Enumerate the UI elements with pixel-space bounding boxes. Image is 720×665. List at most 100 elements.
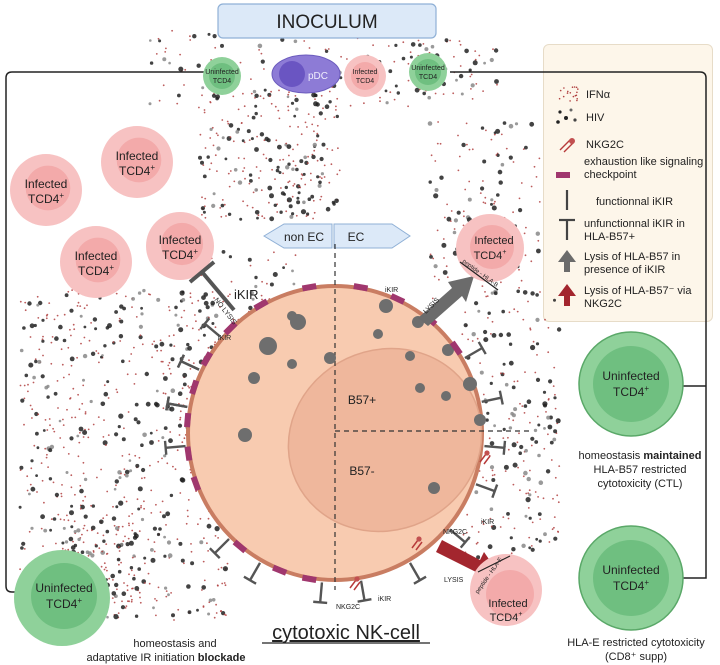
particle [30, 467, 33, 470]
particle [114, 582, 119, 588]
receptor-stem [484, 444, 505, 450]
particle [446, 203, 448, 206]
particle [545, 469, 551, 474]
particle [513, 380, 516, 383]
particle [153, 541, 156, 543]
particle [176, 449, 179, 452]
particle [214, 341, 217, 343]
tcd4-sup: + [193, 247, 198, 256]
particle [134, 373, 137, 375]
particle [513, 308, 516, 311]
particle [286, 197, 292, 203]
particle [417, 39, 420, 42]
particle [103, 391, 109, 397]
top-uninfected-right-label: Uninfected [411, 65, 445, 72]
particle [115, 388, 118, 391]
particle [553, 516, 556, 518]
particle [290, 101, 295, 105]
particle [132, 587, 134, 590]
tcd4-text: TCD4 [162, 248, 194, 262]
particle [430, 44, 435, 49]
particle [211, 291, 214, 293]
particle [349, 104, 352, 107]
particle [119, 340, 122, 342]
particle [137, 507, 141, 511]
particle [387, 45, 390, 47]
particle [155, 53, 158, 55]
particle [462, 224, 465, 227]
granule [379, 299, 393, 313]
particle [292, 160, 295, 163]
particle [516, 310, 519, 313]
particle [207, 517, 210, 520]
particle [198, 155, 202, 160]
particle [120, 605, 126, 610]
particle [209, 101, 212, 103]
infected-cell-nucleus [25, 165, 71, 211]
particle [106, 569, 108, 572]
particle [82, 436, 85, 438]
particle [492, 48, 494, 51]
particle [82, 384, 85, 387]
particle [213, 616, 216, 619]
particle [118, 525, 120, 528]
particle [60, 348, 63, 351]
particle [285, 263, 287, 265]
target-bottom-tcd4: TCD4+ [490, 611, 523, 624]
particle [529, 327, 532, 330]
nkg2c-head [354, 576, 360, 582]
particle [136, 498, 139, 501]
particle [86, 529, 89, 532]
particle [208, 598, 213, 603]
particle [186, 342, 190, 347]
particle [250, 137, 254, 141]
particle [48, 477, 53, 481]
particle [461, 142, 466, 148]
particle [489, 465, 495, 470]
particle [50, 341, 53, 344]
particle [523, 232, 526, 235]
particle [126, 584, 129, 587]
tcd4-sup: + [59, 191, 64, 200]
pdc-label: pDC [308, 71, 328, 82]
particle [100, 401, 106, 407]
particle [429, 253, 432, 256]
particle [512, 483, 515, 486]
particle [41, 479, 44, 482]
particle [155, 389, 159, 393]
particle [169, 431, 172, 433]
particle [52, 517, 57, 521]
particle [282, 172, 284, 175]
particle [547, 398, 550, 400]
particle [105, 543, 108, 545]
particle [64, 540, 69, 544]
particle [232, 95, 235, 98]
particle [204, 216, 207, 219]
particle [197, 299, 200, 302]
particle [153, 550, 156, 553]
particle [116, 557, 121, 562]
particle [520, 279, 523, 282]
particle [319, 198, 322, 201]
particle [289, 214, 294, 219]
particle [118, 500, 124, 506]
particle [346, 58, 348, 60]
particle [324, 104, 330, 109]
receptor-bar [357, 598, 372, 603]
particle [543, 403, 547, 408]
particle [471, 148, 474, 151]
particle [69, 436, 74, 441]
particle [178, 66, 184, 72]
particle [130, 569, 133, 572]
particle [534, 371, 537, 374]
particle [304, 121, 307, 124]
particle [168, 61, 171, 65]
particle [19, 348, 24, 353]
particle [483, 61, 486, 65]
receptor-bar [163, 440, 168, 455]
particle [163, 376, 168, 381]
particle [294, 95, 297, 97]
infected-cell-tcd4: TCD4+ [28, 191, 64, 206]
particle [62, 446, 65, 449]
particle [538, 157, 541, 160]
